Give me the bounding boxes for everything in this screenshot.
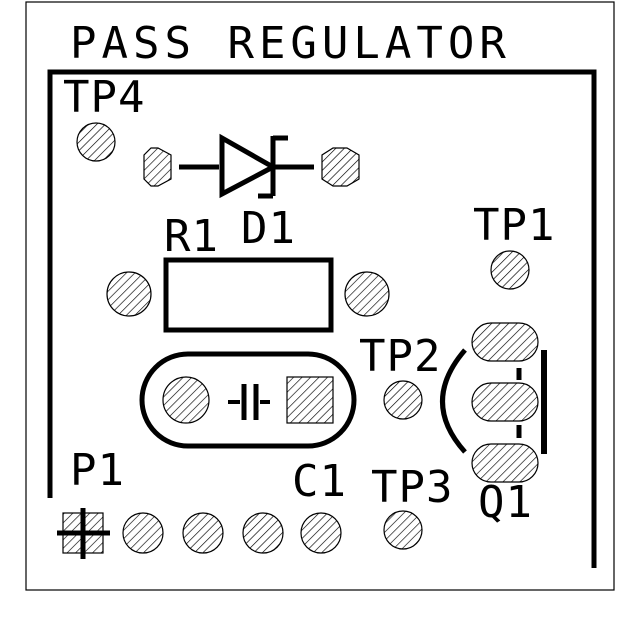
- capacitor-symbol-icon: [228, 384, 270, 420]
- label-d1: D1: [241, 203, 296, 254]
- q1-transistor: [440, 322, 547, 483]
- c1-pad-square: [286, 376, 334, 424]
- c1-pad-round: [162, 376, 210, 424]
- board-title: PASS REGULATOR: [70, 18, 511, 69]
- d1-pad-right: [321, 147, 360, 187]
- d1-diode: [143, 133, 360, 199]
- tp4-pad: [76, 122, 116, 162]
- p1-pad-4: [242, 512, 284, 554]
- label-c1: C1: [292, 456, 347, 507]
- r1-pad-left: [106, 271, 152, 317]
- p1-connector: [57, 508, 342, 559]
- r1-pad-right: [344, 271, 390, 317]
- label-tp1: TP1: [473, 200, 555, 251]
- label-tp2: TP2: [359, 331, 441, 382]
- label-tp4: TP4: [63, 72, 145, 123]
- label-q1: Q1: [478, 477, 533, 528]
- label-tp3: TP3: [371, 462, 453, 513]
- c1-body-outline: [139, 351, 357, 449]
- p1-pad-3: [182, 512, 224, 554]
- board-outline: [47, 69, 597, 568]
- label-p1: P1: [70, 445, 125, 496]
- q1-pad-top: [471, 322, 539, 362]
- p1-pad-2: [122, 512, 164, 554]
- tp2-pad: [383, 380, 423, 420]
- outer-frame: [25, 1, 615, 591]
- diode-symbol-icon: [219, 133, 279, 199]
- tp3-pad: [383, 510, 423, 550]
- tp1-pad: [490, 250, 530, 290]
- r1-body: [163, 257, 334, 333]
- c1-capacitor: [139, 351, 357, 449]
- d1-pad-left: [143, 147, 172, 187]
- q1-pad-bottom: [471, 443, 539, 483]
- q1-body-arc: [440, 348, 467, 454]
- q1-pad-middle: [471, 382, 539, 422]
- label-r1: R1: [164, 211, 219, 262]
- p1-pad-5: [300, 512, 342, 554]
